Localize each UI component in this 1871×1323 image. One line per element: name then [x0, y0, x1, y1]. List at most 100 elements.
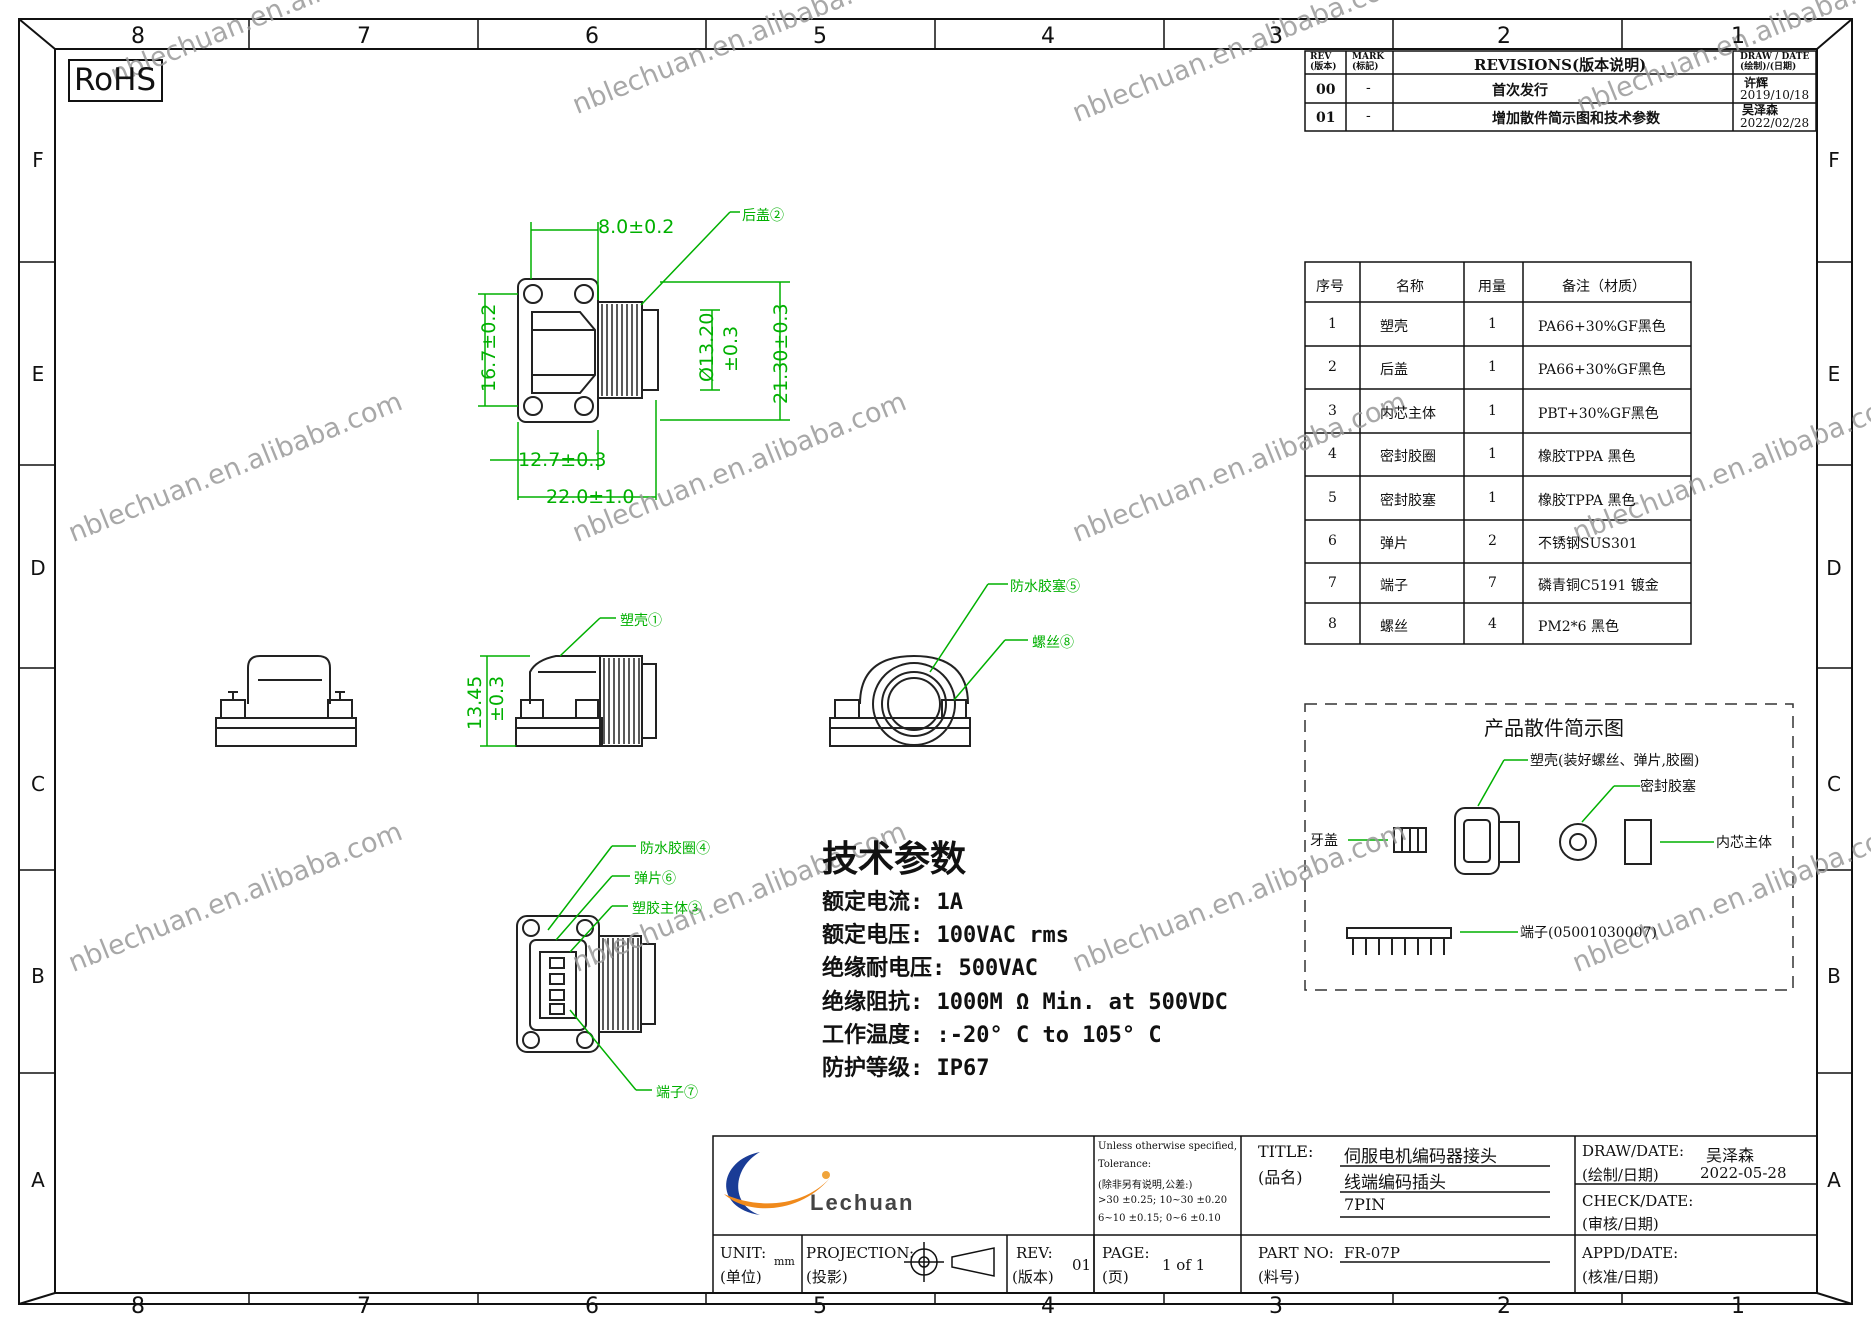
bom-cell: 7 [1488, 575, 1497, 591]
draw-label: DRAW/DATE: [1582, 1142, 1685, 1160]
rev-row-desc: 增加散件简示图和技术参数 [1492, 111, 1660, 127]
bom-cell: 6 [1328, 533, 1337, 549]
bom-cell: 不锈钢SUS301 [1538, 536, 1638, 552]
bom-cell: PA66+30%GF黑色 [1538, 319, 1666, 335]
dimension-label: 21.30±0.3 [770, 303, 792, 404]
rev-row-draw: 许辉 [1744, 76, 1769, 90]
callout-screw: 螺丝⑧ [1032, 635, 1074, 651]
exploded-label-seal: 密封胶塞 [1640, 779, 1696, 795]
bom-cell: 密封胶塞 [1380, 493, 1436, 509]
unit-label-cn: (单位) [720, 1268, 762, 1286]
tech-line: 额定电压: 100VAC rms [822, 923, 1069, 948]
zone-row-label: F [32, 148, 44, 172]
zone-row-label: D [1826, 556, 1842, 580]
tolerance-line: >30 ±0.25; 10~30 ±0.20 [1098, 1195, 1228, 1206]
tech-line: 绝缘阻抗: 1000M Ω Min. at 500VDC [822, 990, 1228, 1015]
exploded-label-cap: 牙盖 [1310, 833, 1338, 849]
callout-terminal: 端子⑦ [656, 1085, 698, 1101]
exploded-label-terminal: 端子(05001030007) [1520, 925, 1657, 941]
rev-row-rev: 01 [1316, 110, 1336, 126]
bom-cell: 4 [1328, 446, 1337, 462]
rev-label-cn: (版本) [1012, 1268, 1054, 1286]
bom-cell: PM2*6 黑色 [1538, 619, 1620, 635]
bom-cell: 磷青铜C5191 镀金 [1538, 578, 1659, 594]
dimension-label: ±0.3 [720, 325, 742, 372]
page-label-cn: (页) [1102, 1268, 1129, 1286]
bom-cell: 1 [1488, 316, 1497, 332]
zone-col-label: 8 [131, 24, 145, 49]
bom-cell: PA66+30%GF黑色 [1538, 362, 1666, 378]
tolerance-line: Tolerance: [1098, 1159, 1152, 1170]
zone-col-label: 6 [585, 1294, 599, 1319]
part-no-label-cn: (料号) [1258, 1268, 1300, 1286]
zone-row-label: B [1827, 964, 1841, 988]
bom-cell: 密封胶圈 [1380, 449, 1436, 465]
draw-name: 吴泽森 [1706, 1146, 1755, 1165]
zone-row-label: A [31, 1168, 45, 1192]
tolerance-line: Unless otherwise specified, [1098, 1141, 1238, 1152]
tech-line: 额定电流: 1A [822, 890, 963, 915]
draw-label-cn: (绘制/日期) [1582, 1166, 1659, 1184]
dimension-label: ±0.3 [486, 675, 508, 722]
dimension-label: 8.0±0.2 [598, 216, 675, 238]
rev-row-mark: - [1366, 108, 1371, 124]
tech-line: 绝缘耐电压: 500VAC [822, 956, 1038, 981]
bom-cell: 弹片 [1380, 536, 1408, 552]
rohs-mark: RoHS [74, 62, 157, 98]
bom-cell: 1 [1488, 359, 1497, 375]
dimension-label: 22.0±1.0 [546, 486, 635, 508]
bom-header: 序号 [1316, 279, 1344, 295]
dimension-label: 16.7±0.2 [478, 303, 500, 392]
zone-col-label: 3 [1269, 1294, 1283, 1319]
bom-cell: 端子 [1380, 578, 1408, 594]
rev-row-mark: - [1366, 80, 1371, 96]
bom-cell: 1 [1488, 403, 1497, 419]
zone-col-label: 3 [1269, 24, 1283, 49]
callout-seal-ring: 防水胶圈④ [640, 841, 710, 857]
zone-row-label: C [31, 772, 45, 796]
zone-col-label: 6 [585, 24, 599, 49]
zone-row-label: E [1827, 362, 1841, 386]
part-no-value: FR-07P [1344, 1244, 1400, 1262]
title-line-1: 伺服电机编码器接头 [1344, 1147, 1497, 1167]
dimension-label: 13.45 [464, 675, 486, 730]
bom-cell: 橡胶TPPA 黑色 [1538, 493, 1636, 509]
rev-header-draw: DRAW / DATE (绘制)/(日期) [1740, 52, 1810, 72]
tech-title: 技术参数 [822, 838, 967, 880]
bom-header: 备注（材质） [1562, 279, 1646, 295]
bom-cell: 2 [1328, 359, 1337, 375]
bom-cell: PBT+30%GF黑色 [1538, 406, 1659, 422]
bom-cell: 8 [1328, 616, 1337, 632]
part-no-label: PART NO: [1258, 1244, 1334, 1262]
draw-date: 2022-05-28 [1700, 1164, 1787, 1182]
rev-label: REV: [1016, 1244, 1053, 1262]
rev-row-desc: 首次发行 [1492, 83, 1548, 99]
unit-label: UNIT: [720, 1244, 767, 1262]
bom-cell: 橡胶TPPA 黑色 [1538, 449, 1636, 465]
bom-cell: 塑壳 [1380, 319, 1408, 335]
title-line-3: 7PIN [1344, 1195, 1386, 1214]
callout-rear-cover: 后盖② [742, 208, 784, 224]
dimension-label: 12.7±0.3 [518, 449, 607, 471]
zone-col-label: 2 [1497, 24, 1511, 49]
page-label: PAGE: [1102, 1244, 1150, 1262]
company-logo: Lechuan [810, 1190, 915, 1215]
title-label: TITLE: [1258, 1142, 1314, 1161]
bom-cell: 5 [1328, 490, 1337, 506]
bom-cell: 内芯主体 [1380, 406, 1436, 422]
bom-header: 名称 [1396, 279, 1424, 295]
zone-row-label: E [31, 362, 45, 386]
rev-header-title: REVISIONS(版本说明) [1474, 56, 1647, 74]
projection-label-cn: (投影) [806, 1268, 848, 1286]
appd-label: APPD/DATE: [1582, 1244, 1679, 1262]
bom-cell: 4 [1488, 616, 1497, 632]
tech-line: 防护等级: IP67 [822, 1056, 990, 1081]
bom-cell: 2 [1488, 533, 1497, 549]
callout-core: 塑胶主体③ [632, 901, 702, 917]
callout-shell: 塑壳① [620, 613, 662, 629]
bom-cell: 螺丝 [1380, 619, 1408, 635]
rev-header-mark: MARK (标記) [1352, 52, 1385, 72]
title-label-cn: (品名) [1258, 1168, 1303, 1187]
